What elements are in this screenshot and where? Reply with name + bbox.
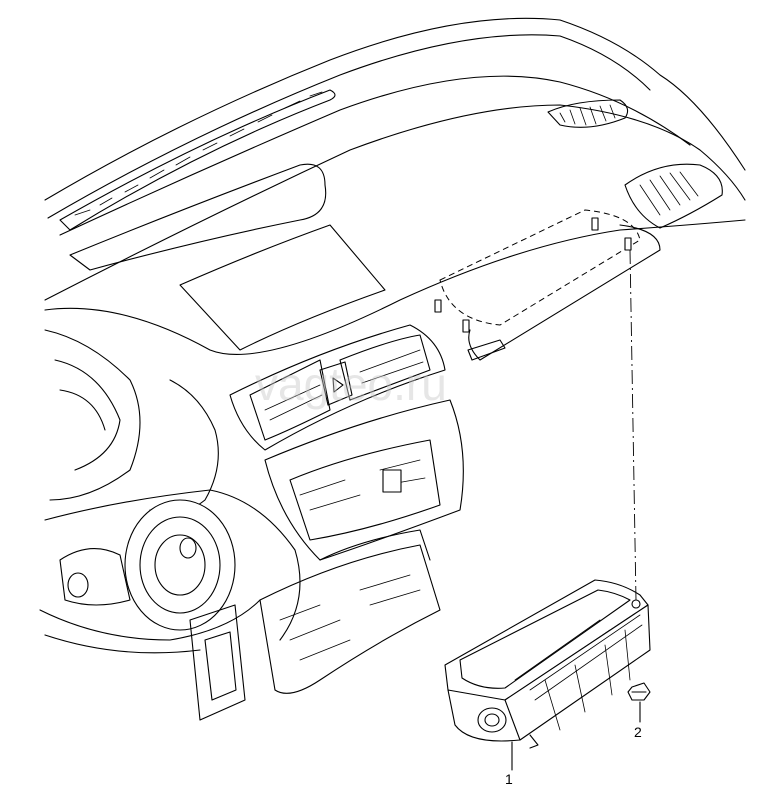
steering-column: [39, 499, 261, 654]
fastening-nut: [627, 682, 651, 701]
callout-2-label: 2: [634, 724, 642, 740]
mounting-studs: [434, 217, 632, 333]
callout-1-label: 1: [505, 771, 513, 787]
dashboard-panel: [44, 17, 746, 641]
lower-bracket: [189, 529, 441, 721]
watermark-text: vagteo.ru: [255, 358, 447, 410]
right-top-vent: [547, 99, 629, 128]
stud-to-nut-leader: [629, 249, 637, 601]
center-vents: [229, 324, 446, 451]
passenger-airbag-module: [444, 579, 651, 749]
right-side-vent: [624, 163, 723, 229]
